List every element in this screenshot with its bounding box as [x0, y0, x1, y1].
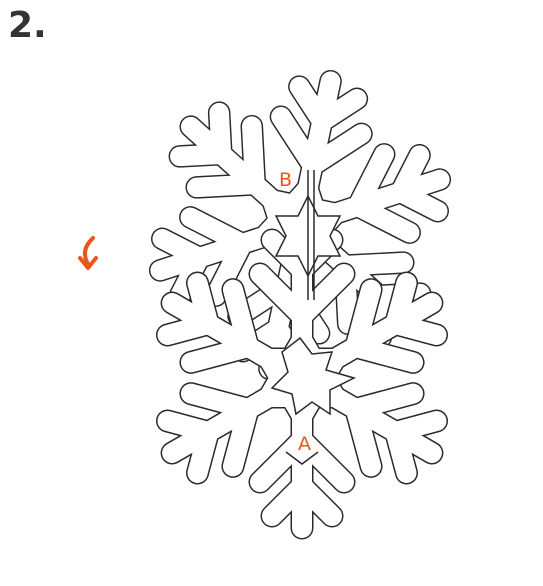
part-label-a: A: [298, 435, 311, 454]
step-number: 2.: [8, 8, 47, 44]
part-label-b: B: [279, 171, 292, 190]
rotate-arrow-icon: [80, 238, 96, 268]
